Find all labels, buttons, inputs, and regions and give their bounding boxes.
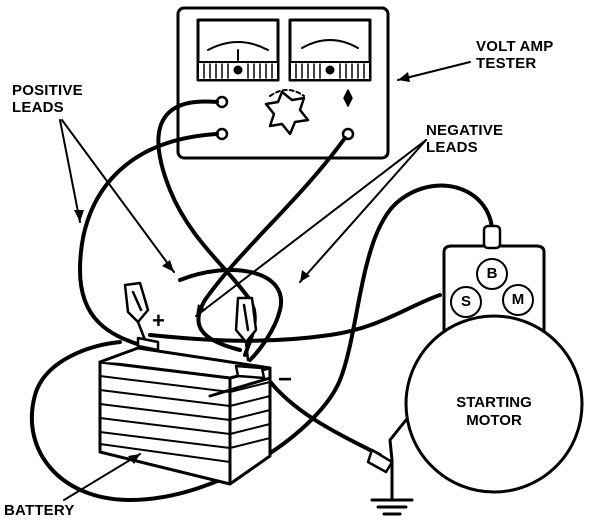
tester-label-line1: VOLT AMP bbox=[476, 38, 554, 55]
battery bbox=[98, 336, 272, 486]
voltmeter-dial bbox=[196, 18, 280, 82]
positive-leads-line1: POSITIVE bbox=[12, 82, 83, 99]
negative-clamp bbox=[234, 296, 258, 362]
volt-amp-tester-label: VOLT AMP TESTER bbox=[476, 38, 553, 72]
test-leads bbox=[29, 99, 494, 502]
starting-motor-label: STARTING MOTOR bbox=[434, 394, 554, 430]
negative-leads-line1: NEGATIVE bbox=[426, 122, 504, 139]
starting-motor bbox=[404, 314, 584, 494]
volt-amp-tester bbox=[176, 6, 390, 160]
negative-post bbox=[234, 364, 266, 380]
positive-leads-line2: LEADS bbox=[12, 99, 64, 116]
solenoid-terminal-s: S bbox=[450, 286, 482, 318]
label-pointers bbox=[59, 61, 471, 501]
arrowheads bbox=[74, 72, 410, 464]
negative-leads-label: NEGATIVE LEADS bbox=[426, 122, 503, 156]
positive-leads-label: POSITIVE LEADS bbox=[12, 82, 83, 116]
negative-leads-line2: LEADS bbox=[426, 139, 478, 156]
solenoid-terminal-b: B bbox=[476, 258, 508, 290]
battery-label: BATTERY bbox=[4, 502, 75, 519]
motor-ground-bracket bbox=[388, 418, 408, 497]
positive-clamp bbox=[123, 281, 150, 342]
motor-label-line2: MOTOR bbox=[466, 412, 522, 429]
battery-label-text: BATTERY bbox=[4, 502, 75, 519]
ground-symbol bbox=[370, 493, 414, 516]
ground-clamp bbox=[366, 448, 394, 474]
ammeter-dial bbox=[288, 18, 372, 82]
motor-label-line1: STARTING bbox=[456, 394, 532, 411]
negative-symbol: − bbox=[278, 366, 293, 393]
solenoid-terminal-m: M bbox=[502, 284, 534, 316]
control-knob bbox=[264, 89, 310, 136]
tester-label-line2: TESTER bbox=[476, 55, 537, 72]
indicator-lamp bbox=[343, 89, 353, 107]
positive-symbol: + bbox=[152, 308, 165, 333]
positive-post bbox=[136, 336, 160, 352]
